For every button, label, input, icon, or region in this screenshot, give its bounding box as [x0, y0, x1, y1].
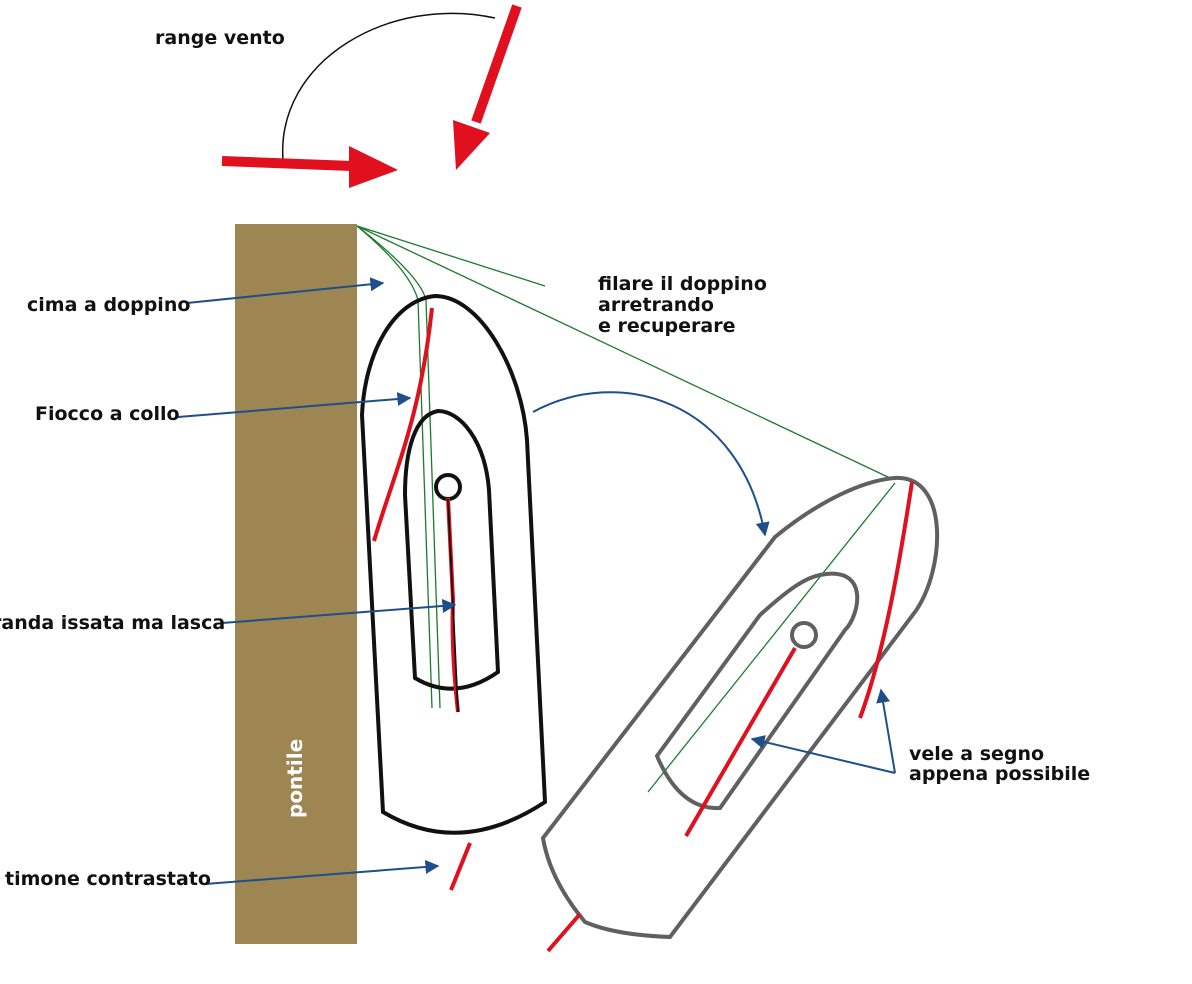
- mainsail-label: randa issata ma lasca: [0, 612, 225, 634]
- wind-range-label: range vento: [155, 27, 285, 49]
- wind-arrow-icon: [221, 146, 398, 188]
- pointer-arrows: [177, 277, 896, 885]
- pointer-mainsail: [221, 598, 457, 624]
- doubled-line-label: cima a doppino: [27, 294, 190, 316]
- pointer-doubled-line: [186, 277, 385, 304]
- sails-set-line-2: appena possibile: [909, 763, 1090, 785]
- pier: [235, 224, 357, 944]
- jib-label: Fiocco a collo: [35, 403, 180, 425]
- pointer-rudder: [204, 859, 440, 885]
- instruction-line-3: e recuperare: [598, 315, 735, 337]
- wind-range-arc: [282, 12, 496, 161]
- pointer-jib: [177, 392, 412, 418]
- sails-set-line-1: vele a segno: [909, 743, 1044, 765]
- curved-arrow-icon: [532, 391, 770, 537]
- rudder: [546, 912, 582, 953]
- wind-arrow-icon: [453, 4, 522, 170]
- jib-sail: [858, 481, 914, 719]
- pointer-jib-departing: [876, 688, 896, 774]
- jib-sail: [372, 307, 434, 542]
- instruction-line-2: arretrando: [598, 294, 714, 316]
- boat-docked: [359, 293, 548, 835]
- pier-label: pontile: [283, 739, 307, 818]
- rudder-label: timone contrastato: [5, 868, 211, 890]
- boat-departing: [540, 475, 940, 940]
- boat-docked-sails: [372, 307, 472, 891]
- boat-departing-sails: [546, 481, 914, 953]
- instruction-line-1: filare il doppino: [598, 273, 767, 295]
- rudder: [449, 842, 472, 891]
- pointer-mainsail-departing: [750, 735, 896, 774]
- mainsail: [684, 646, 797, 838]
